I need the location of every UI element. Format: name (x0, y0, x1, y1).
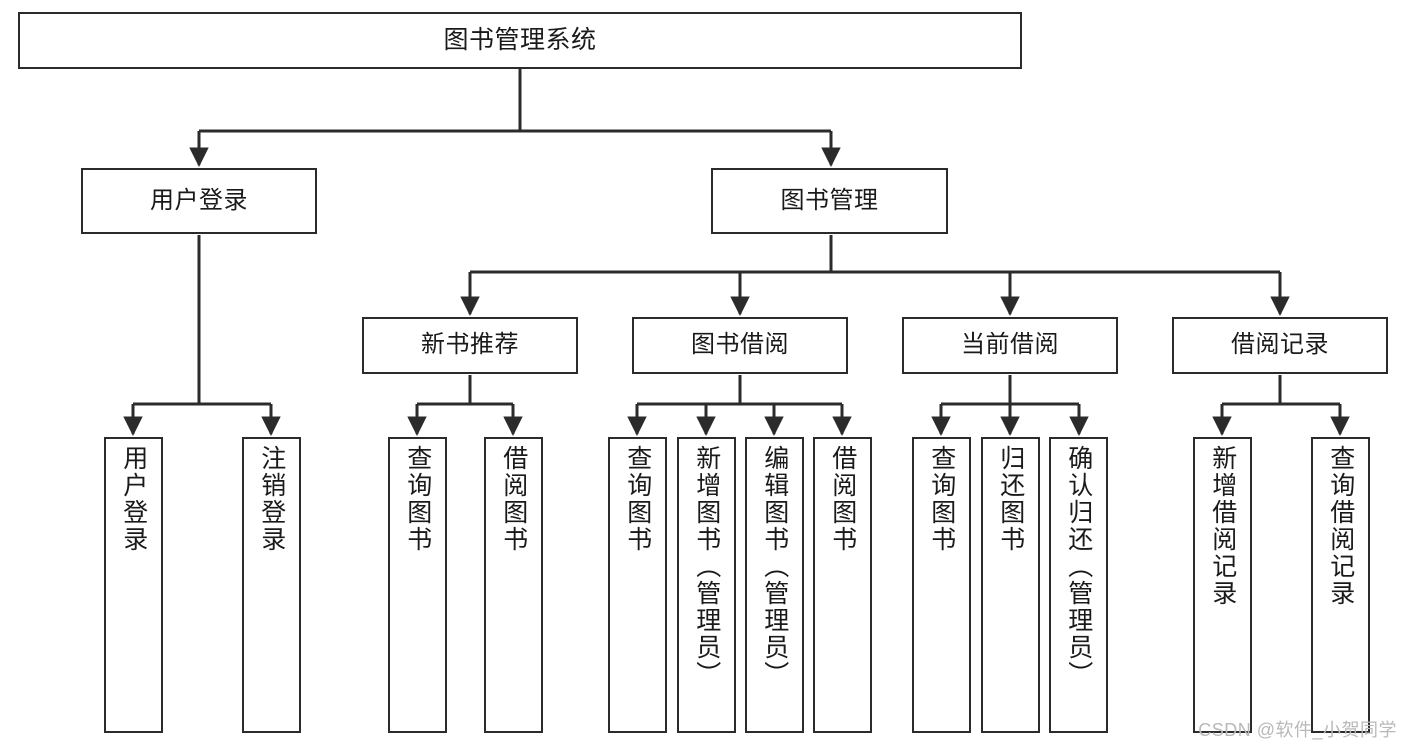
node-borrow-record[interactable]: 借阅记录 (1172, 317, 1388, 374)
watermark: CSDN @软件_小贺同学 (1198, 720, 1397, 740)
node-new-book-recommend[interactable]: 新书推荐 (362, 317, 578, 374)
node-book-manage[interactable]: 图书管理 (711, 168, 948, 234)
node-label: 用户登录 (119, 445, 148, 553)
leaf-return-book[interactable]: 归还图书 (981, 437, 1040, 733)
node-label: 查询图书 (403, 445, 432, 553)
node-label: 借阅记录 (1231, 331, 1329, 359)
node-root-system[interactable]: 图书管理系统 (18, 12, 1022, 69)
node-book-borrow[interactable]: 图书借阅 (632, 317, 848, 374)
leaf-query-borrow-record[interactable]: 查询借阅记录 (1311, 437, 1370, 733)
node-label: 查询图书 (927, 445, 956, 553)
node-label: 注销登录 (257, 445, 286, 553)
node-label: 编辑图书（管理员） (760, 445, 789, 688)
node-label: 图书管理系统 (443, 25, 597, 54)
node-label: 当前借阅 (961, 331, 1059, 359)
leaf-add-book-admin[interactable]: 新增图书（管理员） (677, 437, 736, 733)
leaf-add-borrow-record[interactable]: 新增借阅记录 (1193, 437, 1252, 733)
node-label: 确认归还（管理员） (1064, 445, 1093, 688)
node-user-login[interactable]: 用户登录 (81, 168, 317, 234)
node-label: 借阅图书 (828, 445, 857, 553)
leaf-confirm-return-admin[interactable]: 确认归还（管理员） (1049, 437, 1108, 733)
node-label: 新书推荐 (421, 331, 519, 359)
leaf-borrow-book[interactable]: 借阅图书 (813, 437, 872, 733)
node-label: 图书借阅 (691, 331, 789, 359)
leaf-query-book-borrow[interactable]: 查询图书 (608, 437, 667, 733)
leaf-edit-book-admin[interactable]: 编辑图书（管理员） (745, 437, 804, 733)
leaf-user-login[interactable]: 用户登录 (104, 437, 163, 733)
leaf-query-book-current[interactable]: 查询图书 (912, 437, 971, 733)
node-label: 查询借阅记录 (1326, 445, 1355, 607)
leaf-user-logout[interactable]: 注销登录 (242, 437, 301, 733)
node-current-borrow[interactable]: 当前借阅 (902, 317, 1118, 374)
node-label: 归还图书 (996, 445, 1025, 553)
node-label: 查询图书 (623, 445, 652, 553)
leaf-query-book-recommend[interactable]: 查询图书 (388, 437, 447, 733)
node-label: 新增借阅记录 (1208, 445, 1237, 607)
leaf-borrow-book-recommend[interactable]: 借阅图书 (484, 437, 543, 733)
node-label: 新增图书（管理员） (692, 445, 721, 688)
node-label: 图书管理 (780, 186, 879, 214)
node-label: 借阅图书 (499, 445, 528, 553)
node-label: 用户登录 (150, 186, 248, 214)
